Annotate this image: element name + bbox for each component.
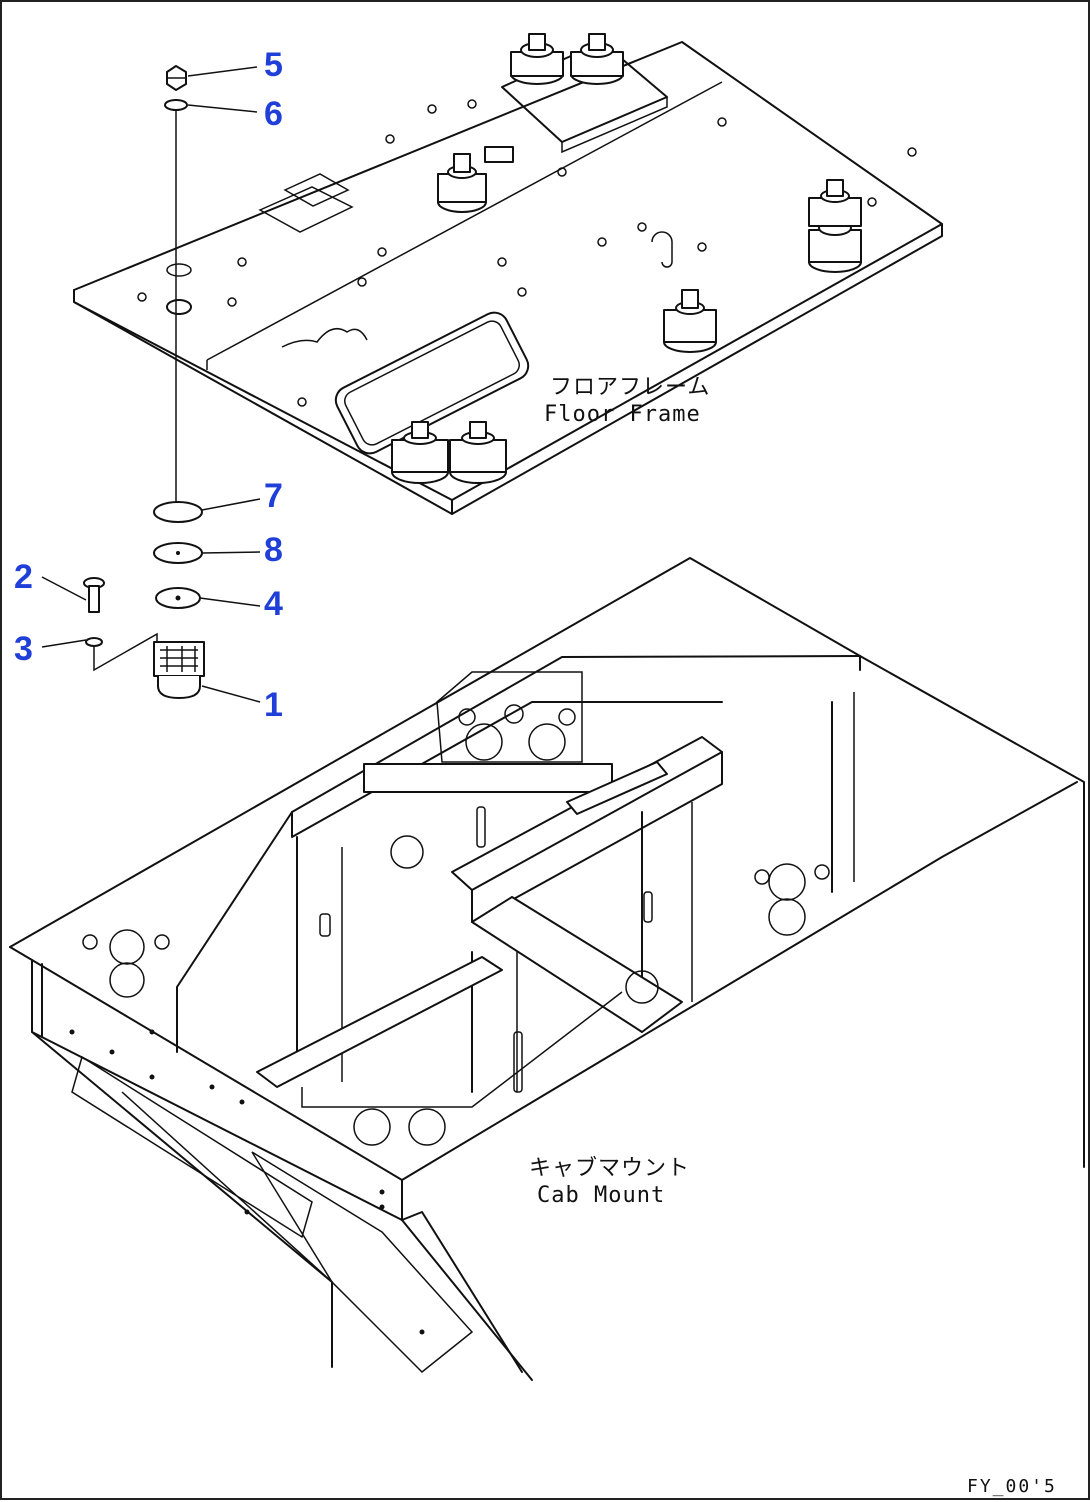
part-2-bolt	[83, 577, 105, 613]
exploded-parts	[41, 65, 261, 703]
mount-right-stack	[808, 179, 862, 273]
callout-7: 7	[264, 477, 283, 515]
floor-frame-plate	[73, 33, 943, 515]
callout-1: 1	[264, 686, 283, 724]
part-7-plate	[153, 501, 203, 523]
mount-front-pair	[391, 421, 507, 484]
floor-frame-label-en: Floor Frame	[544, 402, 701, 427]
mount-right-low	[651, 231, 717, 353]
cab-mount-label-en: Cab Mount	[537, 1183, 666, 1208]
callout-2: 2	[14, 558, 33, 596]
part-5-nut	[166, 65, 187, 91]
mount-center	[437, 146, 514, 213]
callout-6: 6	[264, 95, 283, 133]
callout-8: 8	[264, 531, 283, 569]
floor-frame-label-jp: フロアフレーム	[550, 375, 711, 400]
part-1-mount	[153, 641, 205, 699]
mount-top-right	[570, 33, 624, 85]
mount-top-left	[510, 33, 564, 85]
callout-5: 5	[264, 46, 283, 84]
callout-3: 3	[14, 630, 33, 668]
callout-4: 4	[264, 585, 283, 623]
cab-mount-frame	[9, 557, 1085, 1381]
drawing-code: FY_00'5	[967, 1476, 1057, 1497]
part-6-washer	[164, 99, 188, 111]
cab-mount-label-jp: キャブマウント	[529, 1156, 691, 1181]
part-3-washer	[85, 637, 103, 647]
